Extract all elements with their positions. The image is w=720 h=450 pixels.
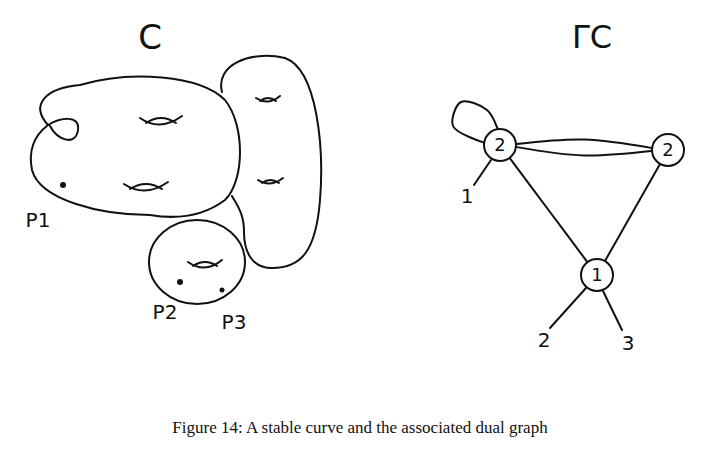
graph-edge	[517, 147, 651, 155]
vertex-circle: 2	[651, 133, 685, 167]
handle	[258, 178, 283, 184]
nodal-loop	[48, 119, 78, 140]
leg-number: 3	[622, 332, 635, 354]
leg-number: 2	[538, 329, 551, 351]
marked-point	[177, 279, 183, 285]
graph-edge	[605, 165, 659, 260]
genus-number: 2	[494, 136, 505, 154]
curve-component	[149, 220, 245, 304]
handle	[140, 116, 182, 125]
figure-caption: Figure 14: A stable curve and the associ…	[0, 418, 720, 438]
handle	[256, 96, 280, 102]
point-label: P2	[153, 301, 178, 323]
marked-point	[220, 288, 225, 293]
handle	[188, 260, 222, 268]
vertex-circle: 1	[580, 258, 614, 292]
leg-line	[550, 288, 586, 328]
handle	[124, 182, 168, 191]
curve-component	[31, 77, 240, 217]
point-label: P1	[26, 209, 51, 231]
graph-edge	[510, 159, 587, 262]
point-label: P3	[222, 311, 247, 333]
vertex-circle: 2	[483, 128, 517, 162]
leg-line	[603, 291, 622, 330]
marked-point	[60, 182, 66, 188]
leg-number: 1	[461, 185, 474, 207]
graph-edge	[517, 139, 651, 147]
curve-name: C	[138, 19, 162, 56]
leg-line	[474, 160, 491, 185]
genus-number: 2	[662, 141, 673, 159]
graph-name: ΓC	[572, 20, 612, 55]
genus-number: 1	[591, 266, 602, 284]
